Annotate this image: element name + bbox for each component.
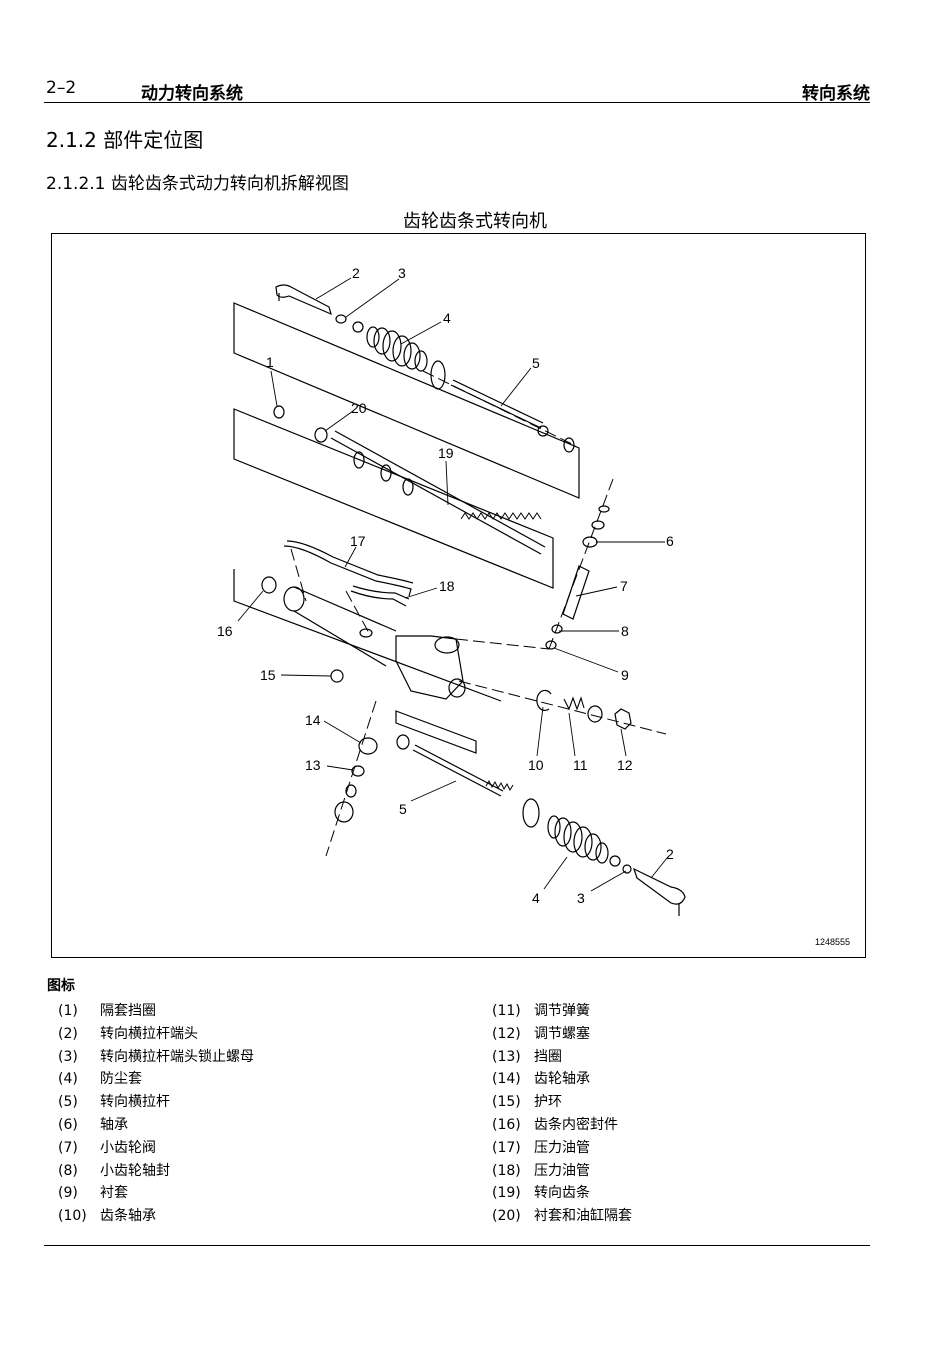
pressure-pipes — [283, 540, 414, 607]
legend-item: (10)齿条轴承 — [58, 1208, 156, 1225]
callout: 12 — [617, 757, 633, 773]
tie-rod-upper — [450, 379, 575, 453]
legend-item: (15)护环 — [492, 1094, 562, 1111]
retaining-ring — [351, 765, 365, 777]
protection-ring — [330, 669, 344, 683]
lock-nut-upper — [335, 314, 347, 324]
legend-item: (9)衬套 — [58, 1185, 128, 1202]
chapter-title: 动力转向系统 — [141, 84, 243, 104]
legend-item: (2)转向横拉杆端头 — [58, 1025, 198, 1042]
callout: 4 — [443, 310, 451, 326]
steering-gear-diagram: 2 3 4 5 1 20 19 6 17 18 7 16 8 15 9 14 1… — [217, 265, 850, 947]
panel-housing — [233, 569, 502, 702]
callout: 7 — [620, 578, 628, 594]
heading-2: 2.1.2 部件定位图 — [46, 128, 204, 152]
callout: 5 — [532, 355, 540, 371]
legend-title: 图标 — [47, 978, 75, 994]
tie-rod-lower — [396, 734, 540, 828]
legend-item: (17)压力油管 — [492, 1139, 590, 1156]
section-title: 转向系统 — [802, 84, 870, 104]
callout: 8 — [621, 623, 629, 639]
panel-upper — [233, 302, 580, 499]
figure-id: 1248555 — [815, 937, 850, 947]
legend-column-right: (11)调节弹簧 (12)调节螺塞 (13)挡圈 (14)齿轮轴承 (15)护环… — [492, 1000, 632, 1228]
lock-nut-lower — [609, 855, 621, 867]
footer-rule — [44, 1245, 870, 1246]
legend-item: (13)挡圈 — [492, 1048, 562, 1065]
callout: 6 — [666, 533, 674, 549]
boot-lower — [547, 815, 609, 864]
legend-item: (1)隔套挡圈 — [58, 1003, 156, 1019]
callout: 17 — [350, 533, 366, 549]
legend-item: (12)调节螺塞 — [492, 1025, 590, 1042]
callout: 20 — [351, 400, 367, 416]
legend-item: (6)轴承 — [58, 1116, 128, 1133]
callout: 1 — [266, 354, 274, 370]
callout: 3 — [577, 890, 585, 906]
legend-item: (18)压力油管 — [492, 1162, 590, 1179]
spacer-retaining-ring — [273, 405, 285, 419]
callout: 16 — [217, 623, 233, 639]
legend-item: (8)小齿轮轴封 — [58, 1162, 170, 1179]
callout: 13 — [305, 757, 321, 773]
legend-item: (7)小齿轮阀 — [58, 1139, 156, 1156]
legend-item: (5)转向横拉杆 — [58, 1094, 170, 1111]
legend-item: (16)齿条内密封件 — [492, 1116, 618, 1133]
page-number: 2–2 — [46, 78, 77, 98]
callout: 3 — [398, 265, 406, 281]
legend-item: (14)齿轮轴承 — [492, 1071, 590, 1088]
callout: 11 — [573, 757, 588, 773]
panel-middle — [233, 408, 554, 589]
legend-column-left: (1)隔套挡圈 (2)转向横拉杆端头 (3)转向横拉杆端头锁止螺母 (4)防尘套… — [58, 1000, 254, 1228]
adjuster-spring — [563, 696, 585, 711]
legend-item: (3)转向横拉杆端头锁止螺母 — [58, 1048, 254, 1065]
adjuster-plug — [614, 708, 632, 730]
callout: 9 — [621, 667, 629, 683]
rack-bearing — [536, 689, 552, 712]
bushing-spacer — [314, 427, 328, 443]
callout: 2 — [352, 265, 360, 281]
boot-upper — [366, 326, 446, 390]
callout: 19 — [438, 445, 454, 461]
steering-rack — [330, 430, 546, 555]
tie-rod-end-upper — [275, 284, 332, 316]
panel-lower — [395, 710, 477, 754]
callout: 4 — [532, 890, 540, 906]
callout: 2 — [666, 846, 674, 862]
legend-item: (20)衬套和油缸隔套 — [492, 1208, 632, 1225]
page-header: 2–2 动力转向系统 转向系统 — [44, 78, 870, 104]
pinion-assembly — [545, 505, 610, 650]
heading-3: 2.1.2.1 齿轮齿条式动力转向机拆解视图 — [46, 174, 349, 194]
callout: 14 — [305, 712, 321, 728]
callout-labels: 2 3 4 5 1 20 19 6 17 18 7 16 8 15 9 14 1… — [217, 265, 850, 947]
legend-item: (4)防尘套 — [58, 1071, 142, 1088]
callout: 18 — [439, 578, 455, 594]
figure-title: 齿轮齿条式转向机 — [403, 211, 547, 232]
legend-item: (19)转向齿条 — [492, 1185, 590, 1202]
exploded-view-figure: 2 3 4 5 1 20 19 6 17 18 7 16 8 15 9 14 1… — [51, 233, 866, 958]
callout: 10 — [528, 757, 544, 773]
tie-rod-end-lower — [632, 867, 686, 916]
legend-item: (11)调节弹簧 — [492, 1003, 590, 1019]
callout: 15 — [260, 667, 276, 683]
pinion-bearing — [358, 737, 378, 755]
gear-housing — [261, 576, 466, 700]
callout: 5 — [399, 801, 407, 817]
